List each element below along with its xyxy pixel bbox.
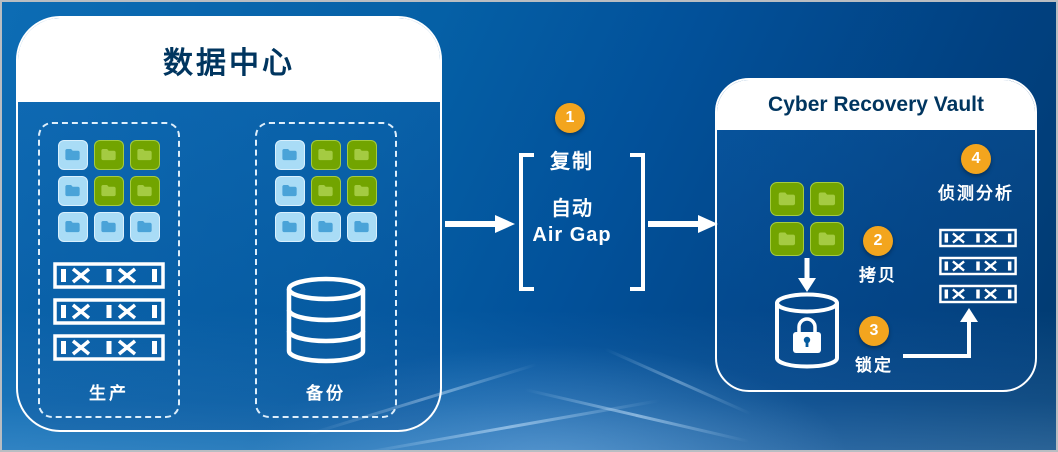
folder-icon bbox=[770, 182, 804, 216]
tape-glyph bbox=[53, 298, 165, 325]
elbow-arrow-icon bbox=[901, 306, 981, 362]
lock-shackle bbox=[797, 317, 817, 333]
folder-icon bbox=[58, 176, 88, 206]
locked-database-icon bbox=[773, 292, 841, 372]
folder-glyph bbox=[354, 185, 370, 197]
tape-library-icon bbox=[939, 228, 1017, 248]
folder-glyph bbox=[318, 149, 334, 161]
backup-label: 备份 bbox=[306, 384, 346, 403]
step-4-label: 侦测分析 bbox=[938, 184, 1014, 203]
folder-icon bbox=[130, 140, 160, 170]
folder-icon bbox=[94, 176, 124, 206]
folder-icon bbox=[311, 140, 341, 170]
folder-glyph bbox=[778, 192, 796, 206]
tape-glyph bbox=[53, 262, 165, 289]
folder-icon bbox=[130, 212, 160, 242]
folder-icon bbox=[130, 176, 160, 206]
folder-glyph bbox=[65, 185, 81, 197]
vault-title: Cyber Recovery Vault bbox=[768, 93, 984, 116]
tape-glyph bbox=[939, 284, 1017, 304]
airgap-label: 自动 Air Gap bbox=[510, 196, 634, 248]
step-3-badge: 3 bbox=[859, 316, 889, 346]
datacenter-title: 数据中心 bbox=[163, 47, 295, 80]
backup-folder-grid bbox=[275, 140, 377, 242]
step-1-label: 复制 bbox=[550, 151, 594, 173]
tape-glyph bbox=[939, 256, 1017, 276]
folder-icon bbox=[311, 176, 341, 206]
bracket-right-glyph bbox=[630, 153, 645, 291]
folder-icon bbox=[347, 140, 377, 170]
vault-header: Cyber Recovery Vault bbox=[717, 80, 1035, 130]
folder-glyph bbox=[818, 192, 836, 206]
tape-library-icon bbox=[52, 262, 166, 289]
folder-glyph bbox=[818, 232, 836, 246]
folder-icon bbox=[347, 212, 377, 242]
production-tape-stack bbox=[52, 262, 166, 361]
step-2-label: 拷贝 bbox=[859, 266, 897, 285]
production-label: 生产 bbox=[89, 384, 129, 403]
folder-glyph bbox=[137, 149, 153, 161]
folder-glyph bbox=[137, 221, 153, 233]
folder-icon bbox=[275, 140, 305, 170]
step-4-badge: 4 bbox=[961, 144, 991, 174]
folder-glyph bbox=[65, 149, 81, 161]
arrow-right-icon bbox=[445, 213, 515, 235]
step-2-badge: 2 bbox=[863, 226, 893, 256]
folder-glyph bbox=[354, 149, 370, 161]
vault-tape-stack bbox=[939, 228, 1017, 304]
folder-icon bbox=[58, 212, 88, 242]
folder-glyph bbox=[65, 221, 81, 233]
folder-glyph bbox=[778, 232, 796, 246]
datacenter-panel: 数据中心 生产 备份 bbox=[16, 16, 442, 432]
folder-icon bbox=[94, 212, 124, 242]
database-icon bbox=[284, 276, 368, 366]
production-group: 生产 bbox=[38, 122, 180, 418]
tape-library-icon bbox=[52, 334, 166, 361]
folder-glyph bbox=[101, 149, 117, 161]
folder-icon bbox=[275, 212, 305, 242]
folder-glyph bbox=[282, 149, 298, 161]
folder-icon bbox=[275, 176, 305, 206]
folder-icon bbox=[810, 222, 844, 256]
airgap-line1: 自动 bbox=[551, 198, 593, 220]
step-1-badge: 1 bbox=[555, 103, 585, 133]
airgap-line2: Air Gap bbox=[532, 224, 612, 246]
tape-library-icon bbox=[939, 256, 1017, 276]
folder-glyph bbox=[354, 221, 370, 233]
folder-glyph bbox=[318, 185, 334, 197]
tape-glyph bbox=[53, 334, 165, 361]
datacenter-header: 数据中心 bbox=[18, 18, 440, 102]
folder-icon bbox=[810, 182, 844, 216]
folder-glyph bbox=[318, 221, 334, 233]
folder-glyph bbox=[101, 221, 117, 233]
folder-icon bbox=[58, 140, 88, 170]
tape-glyph bbox=[939, 228, 1017, 248]
production-folder-grid bbox=[58, 140, 160, 242]
backup-group: 备份 bbox=[255, 122, 397, 418]
folder-icon bbox=[311, 212, 341, 242]
arrow-right-icon bbox=[648, 213, 718, 235]
bracket-left-glyph bbox=[519, 153, 534, 291]
vault-panel: Cyber Recovery Vault 2 拷贝 3 锁定 4 侦测分析 bbox=[715, 78, 1037, 392]
folder-glyph bbox=[282, 221, 298, 233]
folder-icon bbox=[94, 140, 124, 170]
step-3-label: 锁定 bbox=[855, 356, 893, 375]
folder-glyph bbox=[137, 185, 153, 197]
arrow-down-icon bbox=[797, 258, 817, 292]
tape-library-icon bbox=[52, 298, 166, 325]
folder-icon bbox=[770, 222, 804, 256]
vault-folder-grid bbox=[770, 182, 844, 256]
folder-glyph bbox=[282, 185, 298, 197]
tape-library-icon bbox=[939, 284, 1017, 304]
folder-glyph bbox=[101, 185, 117, 197]
folder-icon bbox=[347, 176, 377, 206]
